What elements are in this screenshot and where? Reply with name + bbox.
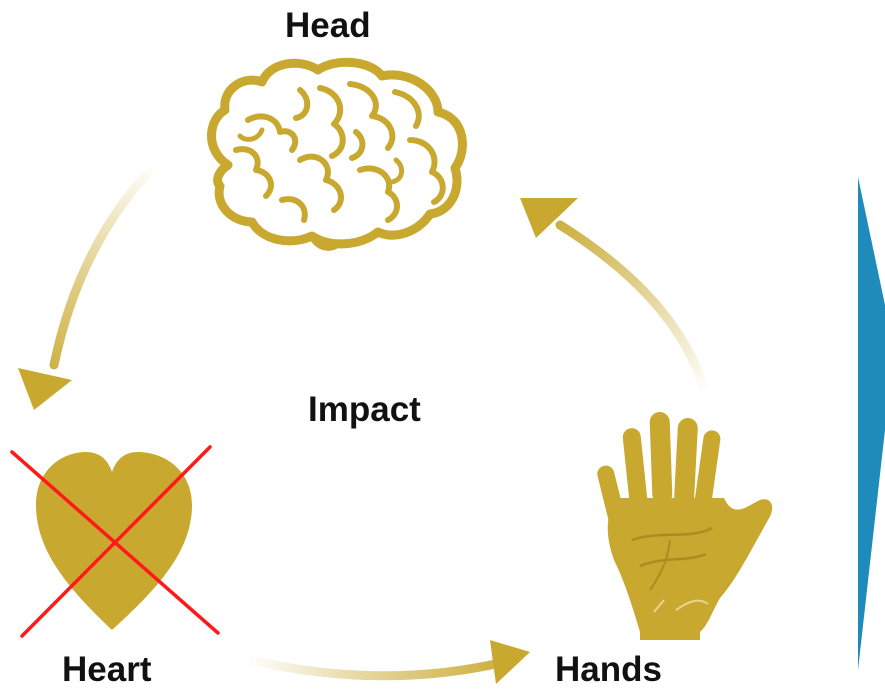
brain-icon [212,62,463,247]
label-hands: Hands [555,652,662,687]
arrow-hands-to-head [520,198,706,395]
blue-arrow-partial [858,177,885,670]
label-impact: Impact [308,392,421,427]
hand-icon [595,412,772,640]
label-head: Head [285,8,371,43]
label-heart: Heart [62,652,151,687]
arrow-heart-to-hands [250,640,530,684]
arrow-head-to-heart [18,160,160,410]
